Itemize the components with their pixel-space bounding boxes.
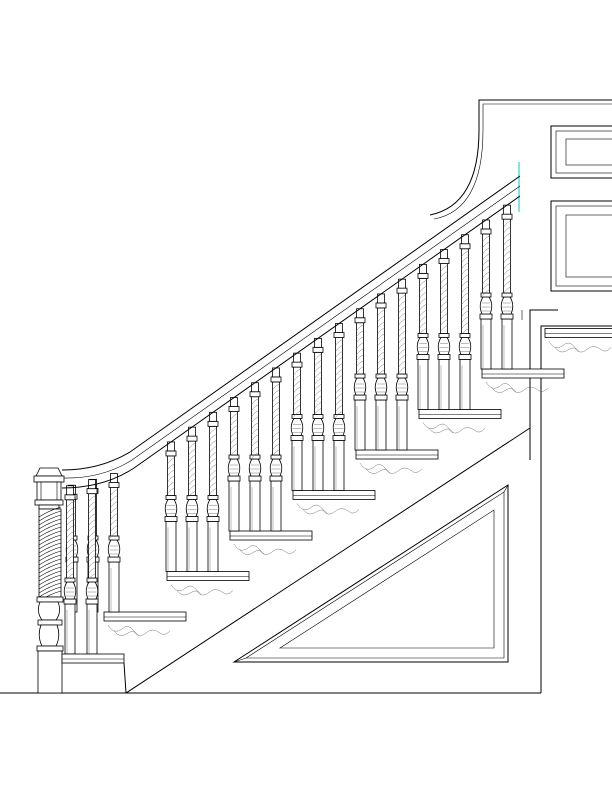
baluster: [185, 426, 199, 572]
scroll-bracket: [170, 584, 234, 596]
baluster: [269, 367, 283, 532]
stair-tread: [166, 571, 250, 581]
wall-panel-lower: [550, 200, 612, 292]
baluster: [206, 411, 220, 572]
baluster: [85, 479, 99, 655]
newel-post: [33, 467, 65, 694]
scroll-bracket: [359, 462, 423, 474]
stair-balusters: [63, 204, 514, 655]
handrail: [61, 175, 521, 489]
scroll-bracket: [548, 341, 612, 353]
baluster: [311, 337, 325, 491]
stair-tread: [355, 449, 439, 460]
baluster: [374, 293, 388, 451]
stair-tread: [481, 368, 565, 379]
baluster: [332, 323, 346, 491]
scroll-bracket: [296, 503, 360, 515]
stair-tread: [544, 328, 612, 338]
baluster: [458, 234, 472, 410]
stringer-line: [125, 427, 531, 694]
stair-tread: [229, 530, 313, 541]
triangle-panel: [232, 484, 509, 663]
bottom-step: [61, 653, 127, 694]
baluster: [395, 278, 409, 451]
baluster: [290, 352, 304, 491]
stair-tread: [292, 490, 376, 500]
scroll-bracket: [485, 381, 549, 393]
scroll-bracket: [233, 543, 297, 555]
baluster: [248, 382, 262, 532]
baluster: [63, 485, 77, 655]
right-wall: [521, 309, 612, 693]
stair-scroll-brackets: [107, 341, 612, 636]
baluster: [416, 263, 430, 410]
baluster: [353, 308, 367, 451]
stair-tread: [103, 611, 187, 622]
baluster: [107, 473, 121, 613]
baluster: [164, 441, 178, 572]
baluster: [479, 219, 493, 370]
baluster: [227, 397, 241, 532]
baluster: [437, 249, 451, 410]
wall-panel-upper: [550, 125, 612, 179]
scroll-bracket: [107, 624, 171, 636]
scroll-bracket: [422, 422, 486, 434]
baluster: [500, 204, 514, 370]
stair-tread: [418, 409, 502, 419]
